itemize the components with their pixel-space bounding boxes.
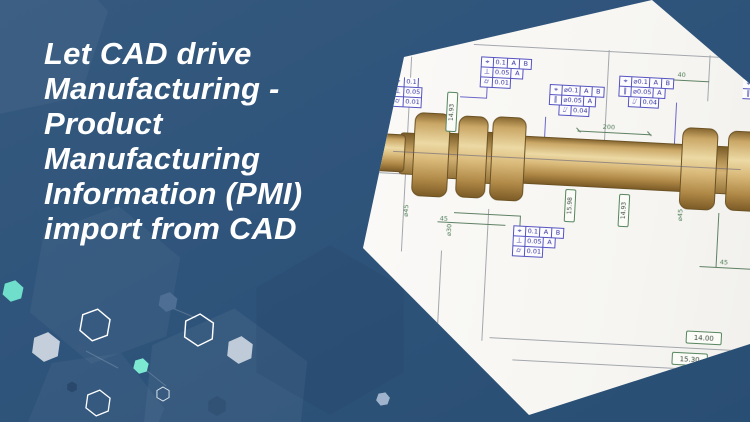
fcf-value: 0.04: [570, 105, 591, 118]
rotated-dim-text: ⌀45: [401, 204, 411, 217]
witness-line: [707, 55, 711, 102]
view-border-top: [473, 43, 724, 59]
pmi-dimension-value: 15.98: [566, 196, 574, 215]
fcf-frame-4: ⌖ 0.1 A B ⊥ 0.05 A ⌭ 0.01: [511, 225, 565, 259]
fcf-datum: A: [510, 67, 525, 80]
page-title: Let CAD drive Manufacturing - Product Ma…: [44, 36, 303, 246]
fcf-frame-1: ⌖ 0.1 A B ⊥ 0.05 A ⌭ 0.01: [479, 56, 533, 90]
pmi-length-tag: 14.00: [685, 330, 723, 346]
fcf-row: ⌭ 0.01: [391, 95, 423, 109]
shaft-disc: [724, 130, 750, 213]
fcf-leader: [673, 102, 678, 144]
dim-text-40: 40: [677, 70, 687, 80]
fcf-value: 0.01: [402, 96, 423, 109]
rotated-dim-text: ⌀45: [675, 208, 685, 222]
fcf-row: ⌰ 0.04: [549, 104, 591, 118]
fcf-frame-2: ⌖ ⌀0.1 A B ∥ ⌀0.05 A ⌰ 0.04: [548, 83, 606, 118]
witness-line-green: [715, 212, 720, 268]
fcf-leader: [486, 87, 488, 98]
fcf-row: ⌰ 0.04: [619, 96, 660, 109]
fcf-value: 0.01: [491, 76, 512, 89]
witness-line: [481, 208, 490, 341]
dim-text-left: 45: [439, 214, 449, 223]
dim-text-200: 200: [602, 122, 616, 132]
fcf-row: ⌭ 0.01: [511, 245, 544, 258]
pmi-dimension-value: 14.93: [619, 201, 628, 220]
fcf-datum: A: [542, 236, 557, 249]
fcf-value: 0.04: [639, 96, 660, 109]
shaft-disc: [678, 126, 719, 211]
fcf-row: ∥ ⌀0.05: [742, 88, 750, 101]
shaft-center-cylinder: [517, 135, 686, 193]
pmi-dimension-tag: 14.93: [617, 193, 631, 228]
fcf-value: 0.01: [523, 245, 544, 258]
fcf-frame-3: ⌖ ⌀0.1 A B ∥ ⌀0.05 A ⌰ 0.04: [618, 75, 675, 110]
shaft-disc: [454, 115, 490, 199]
shaft-disc: [488, 116, 528, 202]
fcf-leader: [544, 116, 547, 137]
fcf-row: ⌭ 0.01: [479, 76, 512, 89]
pmi-dimension-tag: 15.98: [563, 188, 577, 223]
pmi-dimension-tag: 14.93: [445, 91, 459, 133]
dim-text-45: 45: [719, 258, 729, 267]
gdt-parallel-icon: ∥: [742, 88, 750, 100]
dimension-line-45: [699, 266, 750, 271]
fcf-leader: [460, 96, 488, 99]
rotated-dim-text: ⌀30: [444, 223, 454, 237]
pmi-dimension-value: 14.93: [447, 103, 456, 121]
